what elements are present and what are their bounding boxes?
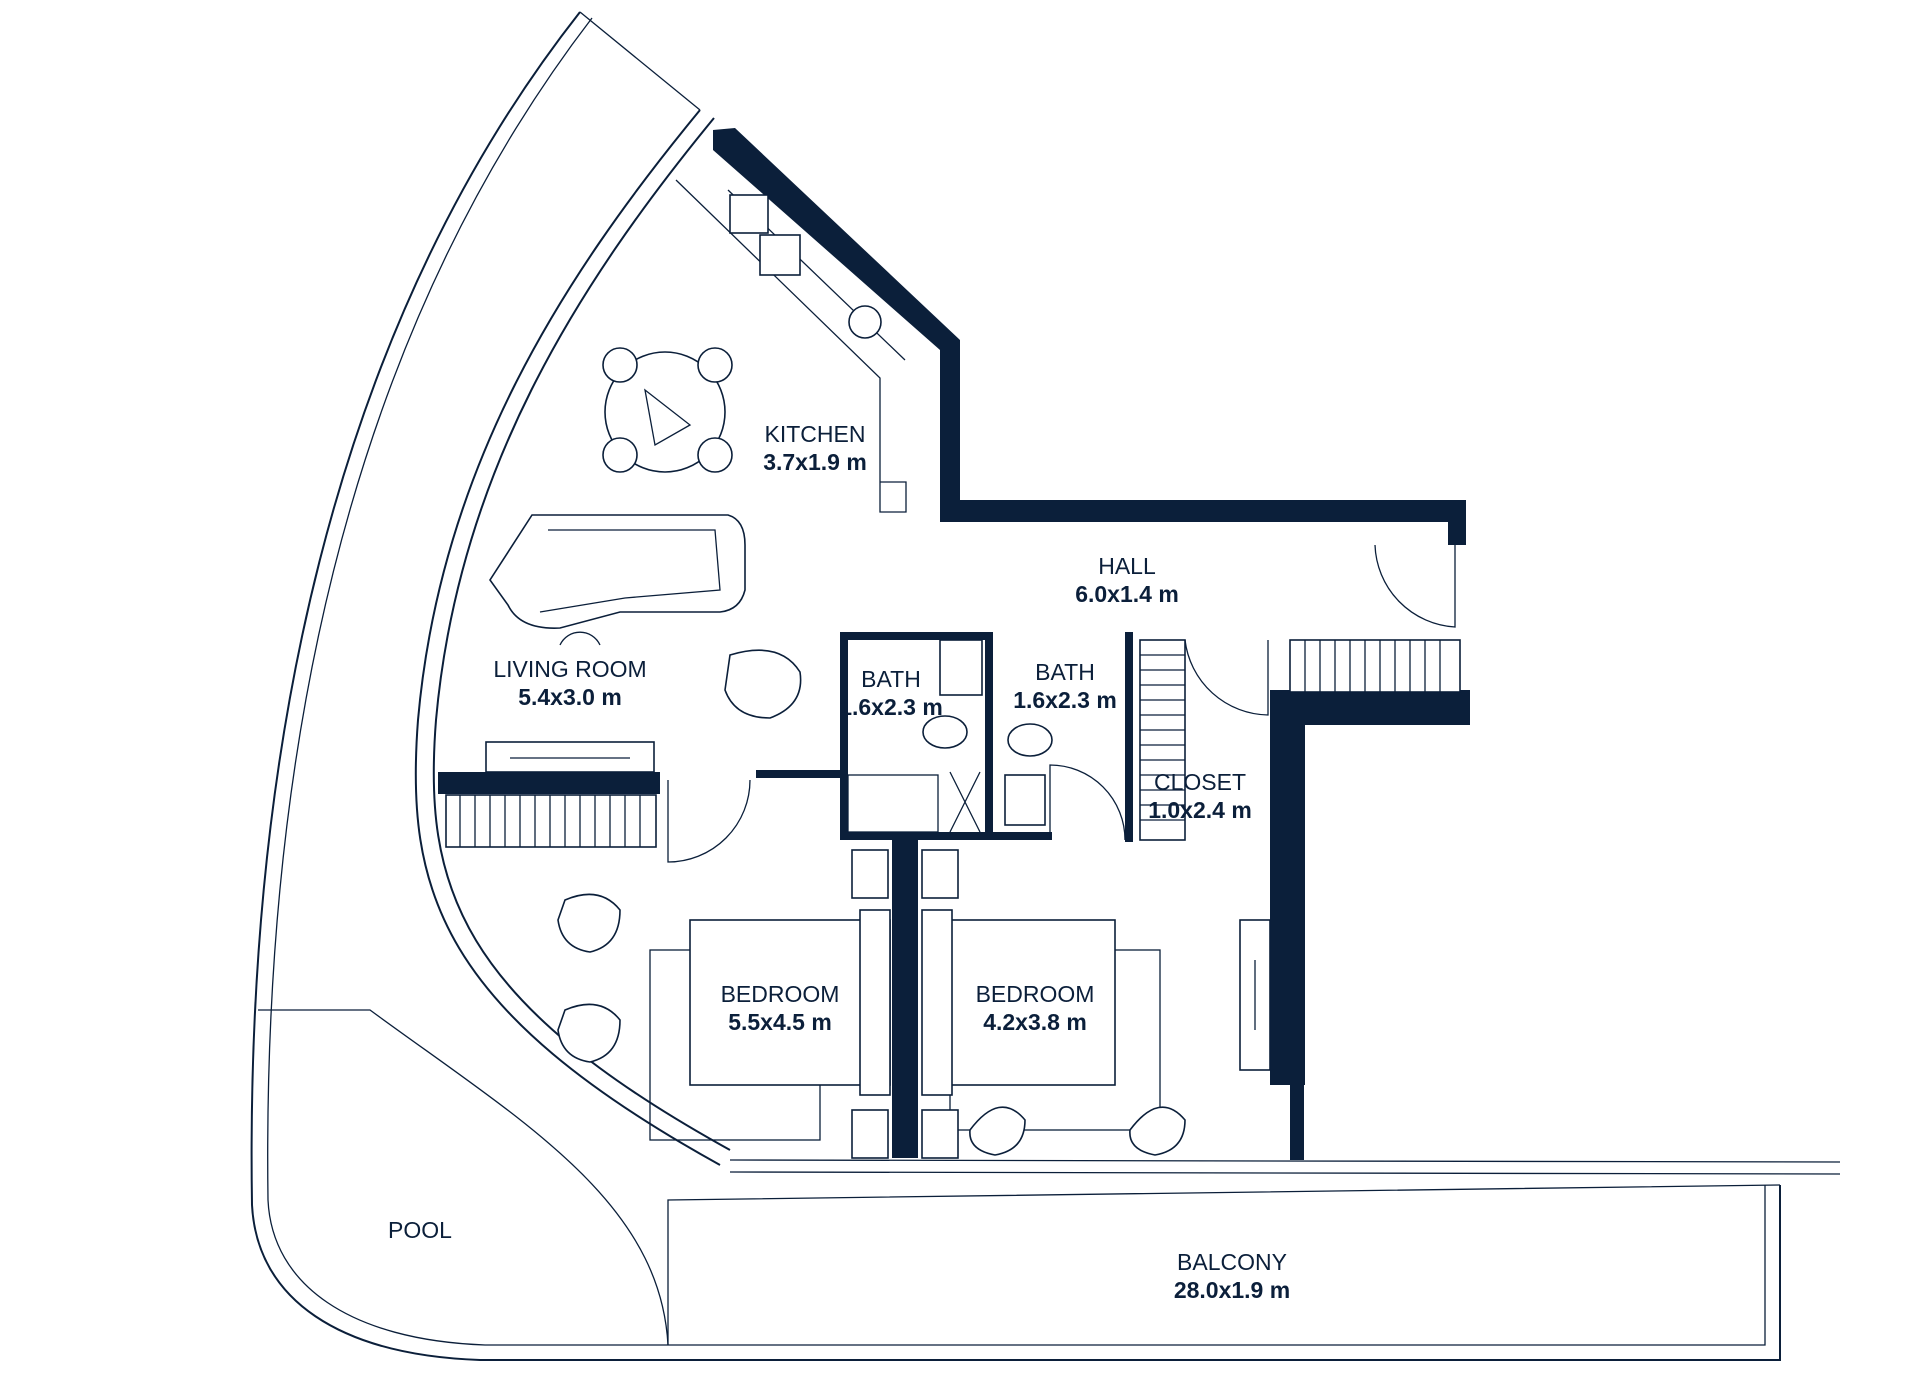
wardrobe	[445, 794, 657, 848]
nightstand	[921, 1109, 959, 1159]
entry-door-swing	[1374, 544, 1456, 628]
bath-top-wall	[840, 632, 990, 640]
bath-1-size: 1.6x2.3 m	[839, 694, 943, 720]
tv-console	[485, 741, 655, 773]
bedroom-1-furniture	[649, 849, 891, 1159]
dining-chair	[602, 437, 638, 473]
headboard	[859, 909, 891, 1096]
bath-mid-wall	[985, 632, 993, 837]
closet-size: 1.0x2.4 m	[1148, 797, 1252, 823]
bedroom-right-wall	[1270, 690, 1305, 1085]
floor-lamp-icon	[559, 631, 601, 646]
closet-shelving	[1139, 639, 1186, 841]
cooktop-icon	[729, 194, 769, 234]
closet-name: CLOSET	[1154, 769, 1246, 795]
bath-bottom-wall	[840, 832, 1052, 840]
door-swing	[667, 779, 751, 863]
bedroom-2-furniture	[921, 849, 1271, 1159]
bath-2-size: 1.6x2.3 m	[1013, 687, 1117, 713]
headboard	[921, 909, 953, 1096]
pool-name: POOL	[388, 1217, 452, 1243]
wall-stub	[1290, 1080, 1304, 1160]
vanity-icon	[939, 639, 983, 696]
bath-1-name: BATH	[861, 666, 921, 692]
shower-tray	[847, 774, 939, 833]
kitchen-counter	[675, 179, 907, 513]
hall-size: 6.0x1.4 m	[1075, 581, 1179, 607]
kitchen-size: 3.7x1.9 m	[763, 449, 867, 475]
living-room-size: 5.4x3.0 m	[518, 684, 622, 710]
nightstand	[851, 849, 889, 899]
armchair	[1129, 1106, 1186, 1156]
bed	[949, 919, 1116, 1086]
kitchen-wall	[713, 128, 960, 500]
curved-facade	[414, 109, 1841, 1175]
nightstand	[921, 849, 959, 899]
walls	[438, 128, 1470, 1160]
bath-door-swing	[1049, 764, 1126, 841]
bath-fixtures	[847, 639, 1053, 833]
bed	[689, 919, 891, 1086]
dining-set	[602, 347, 733, 473]
bedroom-2-name: BEDROOM	[976, 981, 1095, 1007]
washer-icon	[848, 305, 882, 339]
armchair	[724, 649, 802, 719]
vanity-icon	[1004, 774, 1046, 826]
outer-outline	[250, 11, 1781, 1361]
toilet-icon	[1007, 723, 1053, 757]
bedroom-1-name: BEDROOM	[721, 981, 840, 1007]
dining-table	[604, 351, 726, 473]
living-partition-wall	[438, 772, 660, 794]
bath-right-wall	[1125, 632, 1133, 842]
living-room-name: LIVING ROOM	[493, 656, 646, 682]
armchair	[557, 893, 621, 953]
balcony-size: 28.0x1.9 m	[1174, 1277, 1290, 1303]
kitchen-sink-icon	[759, 234, 801, 276]
dining-chair	[697, 347, 733, 383]
bedroom-2-size: 4.2x3.8 m	[983, 1009, 1087, 1035]
bedroom-1-size: 5.5x4.5 m	[728, 1009, 832, 1035]
closet-door-swing	[1184, 639, 1269, 716]
hall-top-wall	[940, 500, 1465, 522]
armchair	[557, 1003, 621, 1063]
toilet-icon	[922, 715, 968, 749]
sofa	[489, 514, 746, 629]
shower-icon	[949, 771, 981, 833]
room-labels: KITCHEN 3.7x1.9 m HALL 6.0x1.4 m LIVING …	[388, 421, 1290, 1303]
bath-left-wall	[840, 632, 848, 837]
nightstand	[851, 1109, 889, 1159]
bath-2-name: BATH	[1035, 659, 1095, 685]
bedroom-divider-wall	[892, 838, 918, 1158]
dining-chair	[697, 437, 733, 473]
hall-right-wall	[1448, 500, 1466, 545]
bath-link-wall	[756, 770, 842, 778]
hall-name: HALL	[1098, 553, 1156, 579]
dining-chair	[602, 347, 638, 383]
balcony-name: BALCONY	[1177, 1249, 1287, 1275]
entry-shelving	[1289, 639, 1461, 693]
doors	[667, 544, 1456, 863]
kitchen-name: KITCHEN	[765, 421, 866, 447]
armchair	[969, 1106, 1026, 1156]
